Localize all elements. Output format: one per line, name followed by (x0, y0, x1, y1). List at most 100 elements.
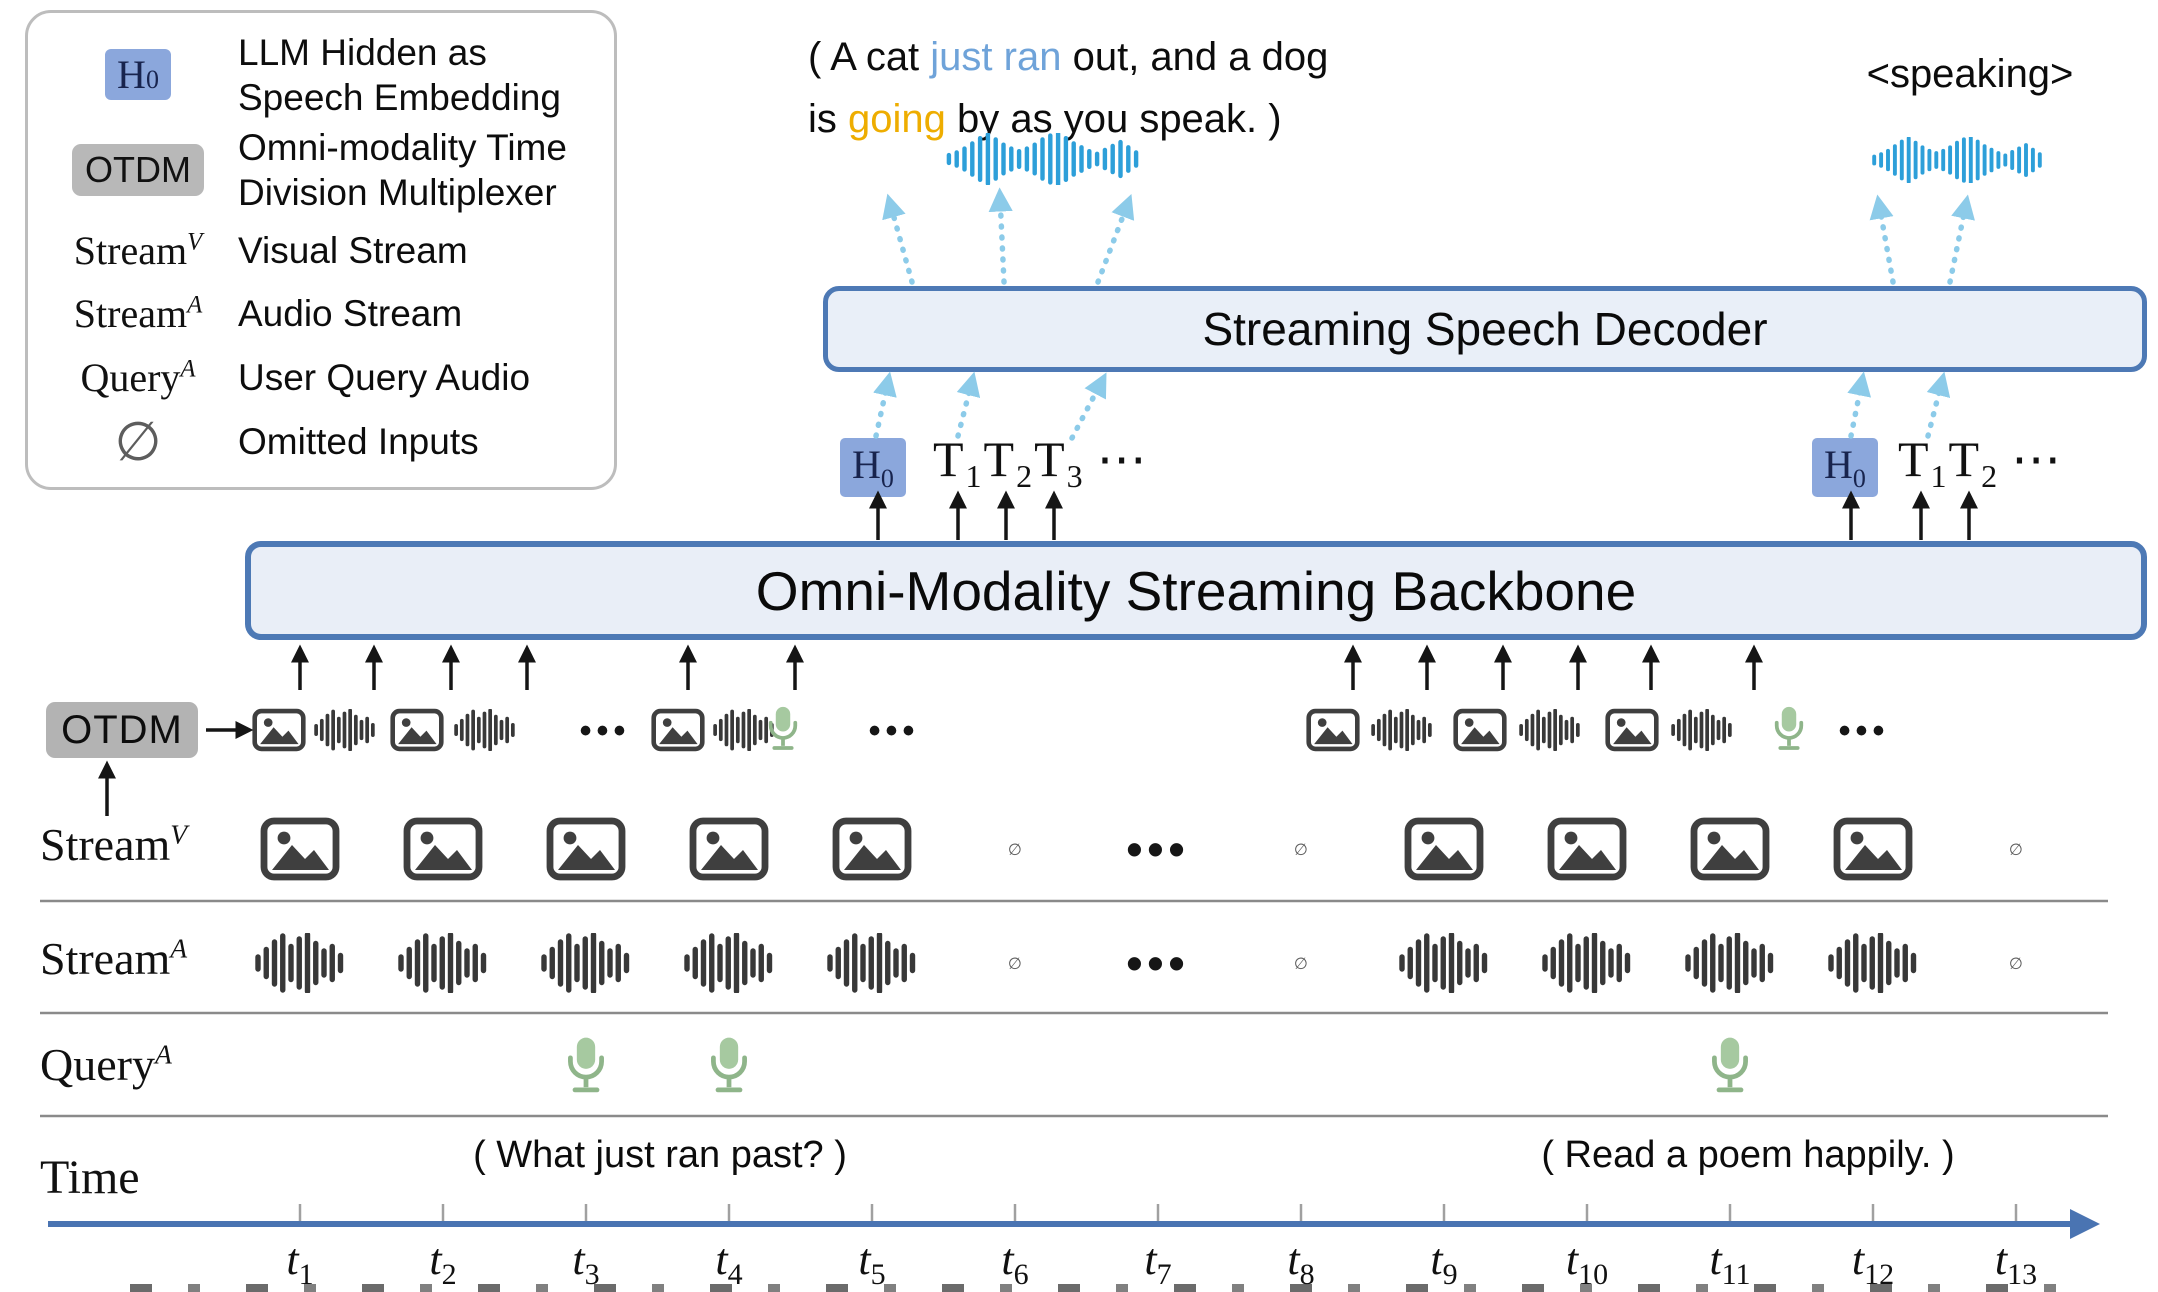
tick-label-t1: t1 (286, 1235, 314, 1291)
omitted-icon: ∅ (2009, 953, 2023, 973)
audio-waveform-icon (679, 933, 779, 993)
audio-waveform-icon (312, 709, 378, 751)
otdm-chip: OTDM (72, 144, 204, 197)
legend-text: User Query Audio (238, 356, 531, 398)
otdm-token (252, 708, 306, 752)
stream-a-cell (245, 923, 355, 1003)
omni-modality-streaming-backbone-box: Omni-Modality Streaming Backbone (245, 541, 2147, 640)
speech-line-1: ( A cat just ran out, and a dog (808, 35, 1329, 79)
tick-label-t9: t9 (1430, 1235, 1458, 1291)
audio-waveform-icon (393, 933, 493, 993)
h0-token-left: H0 (840, 438, 906, 497)
highlighted-words-just-ran: just ran (930, 35, 1062, 79)
legend-text: LLM Hidden as (238, 31, 487, 73)
stream-a-cell (1818, 923, 1928, 1003)
tick-label-t5: t5 (858, 1235, 886, 1291)
audio-waveform-icon (250, 933, 350, 993)
audio-waveform-icon (452, 709, 518, 751)
assistant-speech-text: ( A cat just ran out, and a dog is going… (808, 26, 1328, 150)
otdm-token (312, 709, 378, 751)
stream-a-cell (674, 923, 784, 1003)
stream-a-cell (1389, 923, 1499, 1003)
decoder-title: Streaming Speech Decoder (1202, 303, 1768, 355)
stream-v-cell (388, 809, 498, 889)
query-a-symbol: QueryA (80, 354, 196, 400)
stream-v-cell (817, 809, 927, 889)
omitted-icon: ∅ (1008, 839, 1022, 859)
legend-text: Omni-modality Time (238, 127, 567, 169)
backbone-input-arrows (290, 644, 1764, 690)
legend-text: Visual Stream (238, 229, 468, 271)
image-icon (1453, 708, 1507, 752)
audio-waveform-icon (536, 933, 636, 993)
speech-line-2: is going by as you speak. ) (808, 97, 1282, 141)
decoder-to-speech-arrows (882, 187, 1975, 285)
ellipsis-dots: ••• (1838, 712, 1890, 750)
stream-v-symbol: StreamV (73, 227, 203, 273)
stream-a-symbol: StreamA (73, 291, 203, 337)
tick-label-t7: t7 (1144, 1235, 1172, 1291)
otdm-token (1669, 709, 1735, 751)
image-icon (689, 817, 769, 881)
timeline-ticks (298, 1204, 2018, 1227)
image-icon (1306, 708, 1360, 752)
cropped-bottom-artifact (130, 1284, 2098, 1292)
omitted-icon: ∅ (1294, 953, 1308, 973)
image-icon (1833, 817, 1913, 881)
image-icon (1404, 817, 1484, 881)
otdm-token (1605, 708, 1659, 752)
audio-waveform-icon (1394, 933, 1494, 993)
image-icon (651, 708, 705, 752)
otdm-token (1306, 708, 1360, 752)
otdm-token (390, 708, 444, 752)
mic-icon (705, 1034, 753, 1100)
image-icon (1547, 817, 1627, 881)
tick-label-t4: t4 (715, 1235, 743, 1291)
otdm-token (452, 709, 518, 751)
backbone-output-arrows (868, 490, 1979, 540)
ellipsis-dots: ••• (579, 712, 631, 750)
legend-text: Division Multiplexer (238, 172, 557, 214)
stream-v-cell (531, 809, 641, 889)
tick-label-t6: t6 (1001, 1235, 1029, 1291)
omitted-icon: ∅ (2009, 839, 2023, 859)
stream-v-cell (1532, 809, 1642, 889)
text-tokens-left: T1T2T3⋯ (933, 431, 1151, 494)
otdm-token (1369, 709, 1435, 751)
stream-a-row-label: StreamA (40, 932, 188, 984)
ellipsis-dots: ••• (868, 712, 920, 750)
omitted-icon: ∅ (1008, 953, 1022, 973)
audio-waveform-icon (1669, 709, 1735, 751)
stream-a-cell (531, 923, 641, 1003)
omitted-icon: ∅ (1294, 839, 1308, 859)
legend-item-query-a: QueryA User Query Audio (38, 346, 604, 410)
backbone-title: Omni-Modality Streaming Backbone (755, 559, 1637, 622)
image-icon (546, 817, 626, 881)
highlighted-word-going: going (848, 97, 946, 141)
image-icon (1690, 817, 1770, 881)
ellipsis-dots: ••• (1126, 937, 1190, 989)
tick-label-t2: t2 (429, 1235, 457, 1291)
ellipsis-dots: ••• (1126, 823, 1190, 875)
audio-waveform-icon (1537, 933, 1637, 993)
mic-icon (562, 1034, 610, 1100)
tick-label-t10: t10 (1565, 1235, 1609, 1291)
stream-v-row-label: StreamV (40, 818, 188, 870)
speech-waveform-icon (1867, 137, 2047, 183)
stream-v-cell (1675, 809, 1785, 889)
image-icon (260, 817, 340, 881)
stream-v-cell (674, 809, 784, 889)
streaming-speech-decoder-box: Streaming Speech Decoder (823, 286, 2147, 372)
otdm-token (1770, 704, 1808, 756)
tick-label-t8: t8 (1287, 1235, 1315, 1291)
audio-waveform-icon (1680, 933, 1780, 993)
legend-item-stream-a: StreamA Audio Stream (38, 282, 604, 346)
stream-a-cell (388, 923, 498, 1003)
image-icon (252, 708, 306, 752)
query-a-row-label: QueryA (40, 1038, 172, 1090)
audio-waveform-icon (1369, 709, 1435, 751)
